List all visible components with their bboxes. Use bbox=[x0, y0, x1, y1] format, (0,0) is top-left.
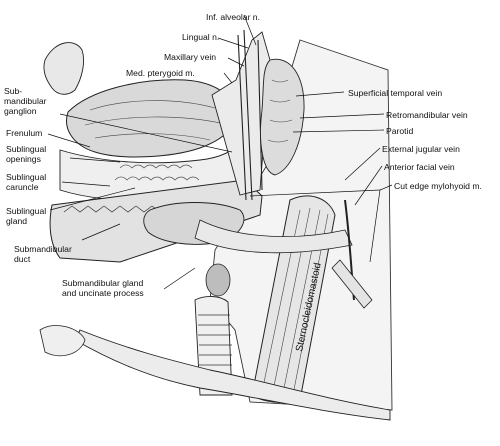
mandible-teeth bbox=[63, 205, 161, 213]
digastric-strap bbox=[194, 219, 353, 254]
sublingual-gland-lobules bbox=[114, 164, 200, 181]
nerve-bundle bbox=[237, 29, 263, 201]
label-inf-alveolar-n: Inf. alveolar n. bbox=[206, 12, 260, 22]
label-sublingual-openings: Sublingual openings bbox=[6, 144, 47, 164]
leader-lines bbox=[47, 14, 393, 290]
tongue-texture bbox=[84, 100, 226, 141]
label-cut-edge-mylohyoid-m: Cut edge mylohyoid m. bbox=[394, 181, 482, 191]
omohyoid bbox=[331, 259, 373, 309]
parotid-texture bbox=[267, 79, 293, 143]
scm-fibers bbox=[261, 207, 329, 401]
label-sublingual-caruncle: Sublingual caruncle bbox=[6, 172, 47, 192]
label-submandibular-ganglion: Sub- mandibular ganglion bbox=[4, 86, 47, 116]
mandible-ramus bbox=[211, 31, 271, 196]
label-frenulum: Frenulum bbox=[6, 128, 43, 138]
label-external-jugular-vein: External jugular vein bbox=[382, 144, 460, 154]
upper-jaw-stump bbox=[43, 42, 85, 95]
clavicle bbox=[74, 329, 391, 421]
label-sublingual-gland: Sublingual gland bbox=[6, 206, 47, 226]
label-anterior-facial-vein: Anterior facial vein bbox=[384, 162, 455, 172]
lower-left-skin bbox=[39, 325, 86, 357]
larynx-opening bbox=[205, 263, 231, 297]
label-med-pterygoid-m: Med. pterygoid m. bbox=[126, 68, 195, 78]
label-parotid: Parotid bbox=[386, 126, 414, 136]
parotid-gland bbox=[260, 58, 305, 176]
label-retromandibular-vein: Retromandibular vein bbox=[386, 110, 468, 120]
label-submandibular-duct: Submandibular duct bbox=[14, 244, 72, 264]
label-submandibular-gland-uncinate: Submandibular gland and uncinate process bbox=[62, 278, 144, 298]
tongue bbox=[66, 79, 239, 158]
label-superficial-temporal-vein: Superficial temporal vein bbox=[348, 88, 443, 98]
label-lingual-n: Lingual n. bbox=[182, 32, 220, 42]
label-maxillary-vein: Maxillary vein bbox=[164, 52, 217, 62]
